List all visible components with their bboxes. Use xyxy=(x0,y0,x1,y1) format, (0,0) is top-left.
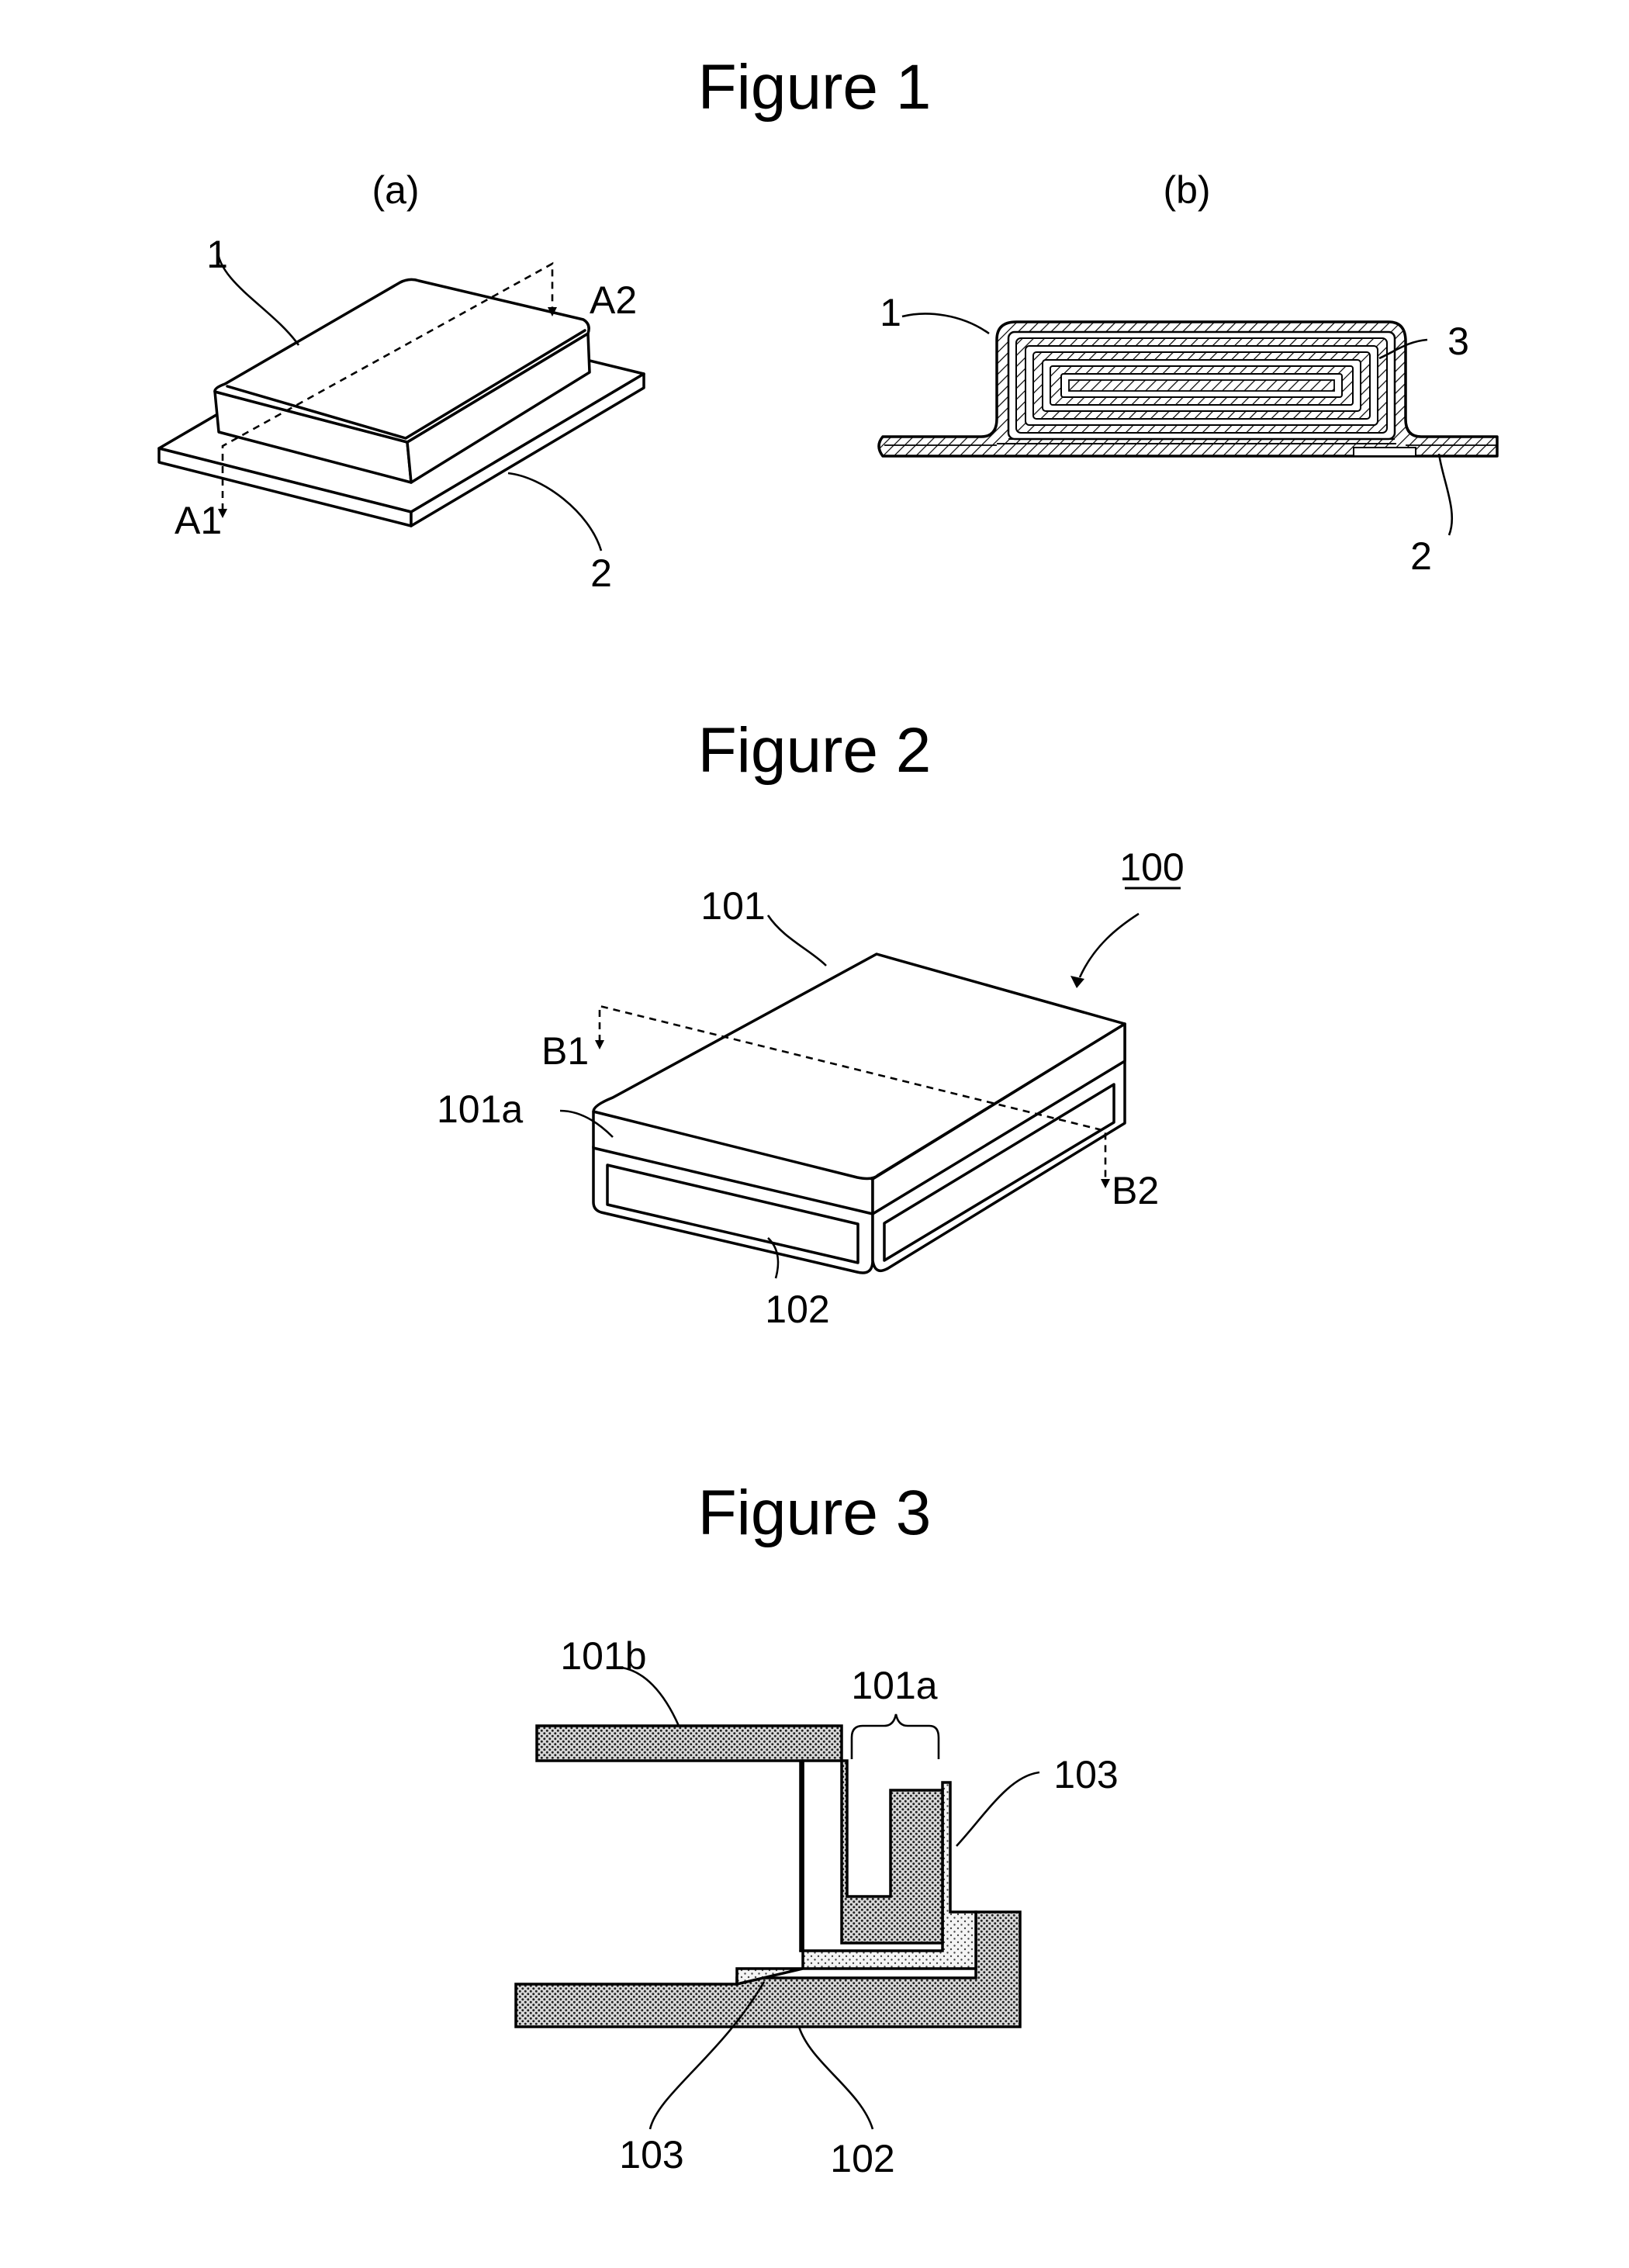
label-tray-fig2: 102 xyxy=(765,1288,829,1331)
figure-1-panel-a: (a) 1 A2 A1 2 xyxy=(159,168,644,595)
leader-pouch-a xyxy=(217,248,299,345)
label-pouch-b: 1 xyxy=(880,291,901,334)
leader-assembly xyxy=(1080,914,1139,977)
pouch-cross-section xyxy=(879,322,1497,456)
label-b1: B1 xyxy=(541,1029,589,1073)
label-cover-top: 101b xyxy=(560,1634,646,1678)
label-a2: A2 xyxy=(590,278,637,322)
leader-tray-fig3 xyxy=(799,2027,873,2129)
leader-sheet-b xyxy=(1439,454,1452,535)
figure-3-title: Figure 3 xyxy=(698,1478,932,1548)
figure-1-panel-b: (b) 1 3 2 xyxy=(879,168,1497,578)
label-sheet-a: 2 xyxy=(590,551,612,595)
leader-sheet-a xyxy=(508,473,601,551)
leader-cover xyxy=(768,915,826,966)
figure-1-title: Figure 1 xyxy=(698,52,932,123)
label-adhesive-bottom: 103 xyxy=(619,2133,683,2176)
figure-2-title: Figure 2 xyxy=(698,715,932,786)
label-pouch-a: 1 xyxy=(206,233,228,276)
bracket-cover-side xyxy=(852,1714,939,1759)
label-cover: 101 xyxy=(700,884,765,928)
battery-assembly xyxy=(593,954,1125,1273)
figure-1: Figure 1 (a) 1 A2 A1 2 xyxy=(159,52,1497,595)
label-b2: B2 xyxy=(1112,1169,1159,1212)
panel-a-caption: (a) xyxy=(372,168,419,212)
leader-adhesive-right xyxy=(956,1772,1039,1846)
label-sheet-b: 2 xyxy=(1410,534,1432,578)
joint-cross-section xyxy=(516,1726,1020,2027)
panel-b-caption: (b) xyxy=(1163,168,1210,212)
figure-3: Figure 3 101b 101a 103 103 102 xyxy=(516,1478,1119,2180)
figure-2: Figure 2 100 101 B1 101a B2 102 xyxy=(437,715,1185,1331)
label-electrode-b: 3 xyxy=(1447,320,1469,363)
label-cover-side-fig3: 101a xyxy=(851,1664,937,1707)
cover-layer xyxy=(537,1726,942,1951)
label-cover-side-fig2: 101a xyxy=(437,1087,523,1131)
label-a1: A1 xyxy=(175,499,222,542)
label-tray-fig3: 102 xyxy=(830,2137,894,2180)
label-assembly: 100 xyxy=(1119,845,1184,889)
leader-pouch-b xyxy=(902,313,989,334)
label-adhesive-right: 103 xyxy=(1053,1753,1118,1796)
